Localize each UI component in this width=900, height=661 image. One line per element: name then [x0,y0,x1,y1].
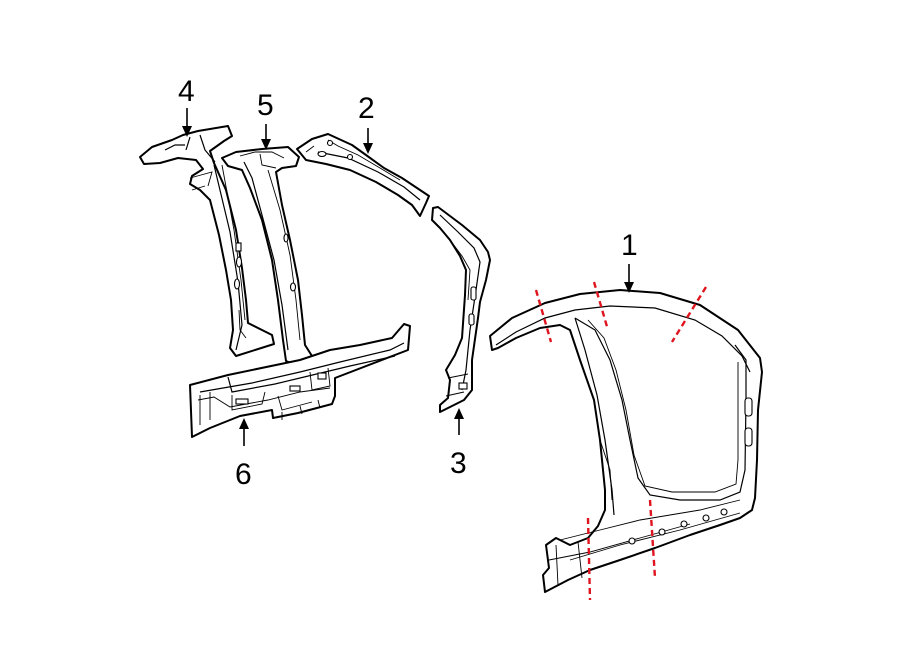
arrow-head-1 [624,282,634,293]
cut-line-rocker-front [648,499,657,579]
part-3-hinge-pillar [431,206,491,413]
part-1-aperture-panel [489,289,763,593]
part-4-b-pillar-reinforcement [139,125,275,357]
cut-line-rocker-rear [586,517,592,601]
part-5-b-pillar-inner [221,146,313,366]
cut-lines [534,281,708,601]
arrow-head-4 [182,126,192,137]
callout-label-2: 2 [358,92,375,125]
callout-label-5: 5 [257,89,274,122]
callout-label-6: 6 [235,458,252,491]
callout-arrows [182,108,634,446]
callout-label-1: 1 [621,229,638,262]
arrow-head-2 [363,143,373,154]
part-6-rocker-panel [189,323,411,438]
part-2-roof-rail [296,133,430,217]
callout-label-3: 3 [450,447,467,480]
cut-line-roof-mid [592,281,610,331]
cut-line-roof-front [670,286,708,343]
callout-label-4: 4 [178,75,195,108]
arrow-head-5 [261,139,271,150]
cut-line-roof-rear [534,289,553,343]
callout-labels: 4 5 2 1 3 6 [178,75,638,491]
arrow-head-3 [454,408,464,419]
arrow-head-6 [239,418,249,429]
